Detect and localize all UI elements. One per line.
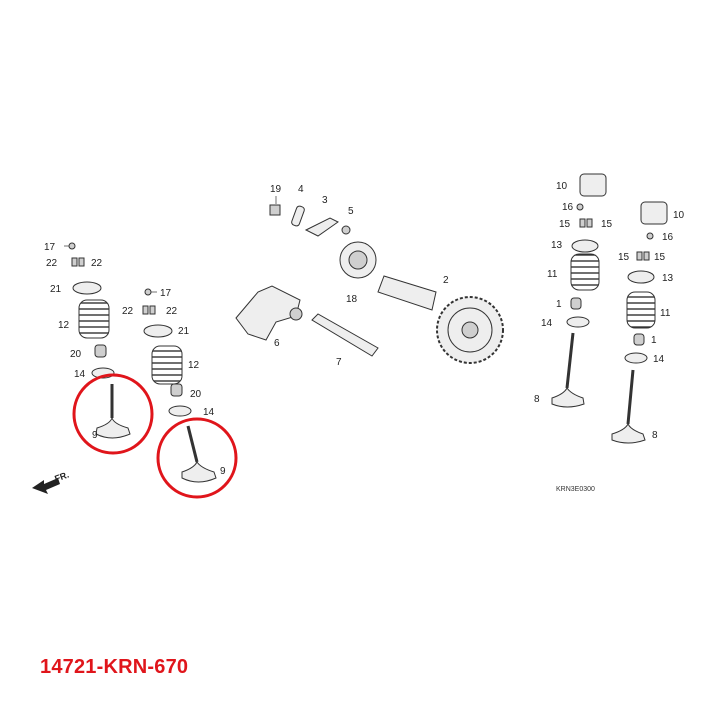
seal-20 <box>94 344 107 358</box>
callout-21: 21 <box>50 284 62 295</box>
spring-12 <box>78 299 110 339</box>
callout-1: 1 <box>556 299 562 310</box>
callout-21b: 21 <box>178 326 190 337</box>
callout-13b: 13 <box>662 273 674 284</box>
plate-4 <box>291 205 305 227</box>
callout-6: 6 <box>274 338 280 349</box>
callout-10: 10 <box>556 181 568 192</box>
lifter-10 <box>579 173 607 197</box>
callout-14: 14 <box>74 369 86 380</box>
arm-3 <box>304 217 339 237</box>
right-valve-assembly-a: 10 16 15 15 13 11 1 14 8 <box>534 173 613 408</box>
valve-8-b <box>611 369 646 444</box>
callout-19: 19 <box>270 184 282 195</box>
callout-22b: 22 <box>91 258 103 269</box>
pin-5 <box>341 225 351 235</box>
diagram-code: KRN3E0300 <box>556 486 595 493</box>
callout-14d: 14 <box>653 354 665 365</box>
part-number-label: 14721-KRN-670 <box>40 656 189 678</box>
callout-15: 15 <box>559 219 571 230</box>
callout-20b: 20 <box>190 389 202 400</box>
callout-9b: 9 <box>220 466 226 477</box>
callout-11b: 11 <box>660 308 671 319</box>
cotter-22b <box>78 257 85 267</box>
callout-16b: 16 <box>662 232 674 243</box>
front-label: FR. <box>53 470 70 484</box>
rocker-parts: 19 4 3 5 18 <box>269 184 377 305</box>
callout-4: 4 <box>298 184 304 195</box>
callout-13: 13 <box>551 240 563 251</box>
camshaft-2: 2 <box>377 275 504 364</box>
right-valve-assembly-b: 10 16 15 15 13 11 1 14 8 <box>611 201 685 444</box>
valve-9-a <box>95 384 131 439</box>
callout-2: 2 <box>443 275 449 286</box>
rocker-arm-6: 6 <box>235 285 303 349</box>
callout-7: 7 <box>336 357 342 368</box>
callout-12b: 12 <box>188 360 200 371</box>
front-arrow-icon: FR. <box>32 470 70 494</box>
highlight-circle-b <box>156 417 238 499</box>
bearing-18 <box>339 241 377 279</box>
callout-3: 3 <box>322 195 328 206</box>
callout-22: 22 <box>46 258 58 269</box>
highlight-circle-a <box>72 373 154 455</box>
callout-14b: 14 <box>203 407 215 418</box>
callout-18: 18 <box>346 294 358 305</box>
callout-17: 17 <box>44 242 56 253</box>
callout-8: 8 <box>534 394 540 405</box>
callout-14c: 14 <box>541 318 553 329</box>
callout-11: 11 <box>547 269 558 280</box>
callout-22c: 22 <box>122 306 134 317</box>
callout-15d: 15 <box>654 252 666 263</box>
callout-10b: 10 <box>673 210 685 221</box>
retainer-21 <box>72 281 102 295</box>
valve-8-a <box>551 332 585 408</box>
bolt-19 <box>269 204 281 216</box>
callout-17b: 17 <box>160 288 172 299</box>
callout-1b: 1 <box>651 335 657 346</box>
callout-8b: 8 <box>652 430 658 441</box>
shaft-7: 7 <box>311 313 379 368</box>
callout-9: 9 <box>92 430 98 441</box>
cotter-17 <box>68 242 76 250</box>
left-valve-assembly-a: 17 22 22 21 12 20 14 9 <box>44 242 154 455</box>
callout-5: 5 <box>348 206 354 217</box>
valve-9-b <box>181 425 217 483</box>
callout-15c: 15 <box>618 252 630 263</box>
callout-22d: 22 <box>166 306 178 317</box>
callout-20: 20 <box>70 349 82 360</box>
callout-15b: 15 <box>601 219 613 230</box>
cotter-22 <box>71 257 78 267</box>
callout-16: 16 <box>562 202 574 213</box>
left-valve-assembly-b: 17 22 22 21 12 20 14 9 <box>122 288 238 499</box>
callout-12: 12 <box>58 320 70 331</box>
